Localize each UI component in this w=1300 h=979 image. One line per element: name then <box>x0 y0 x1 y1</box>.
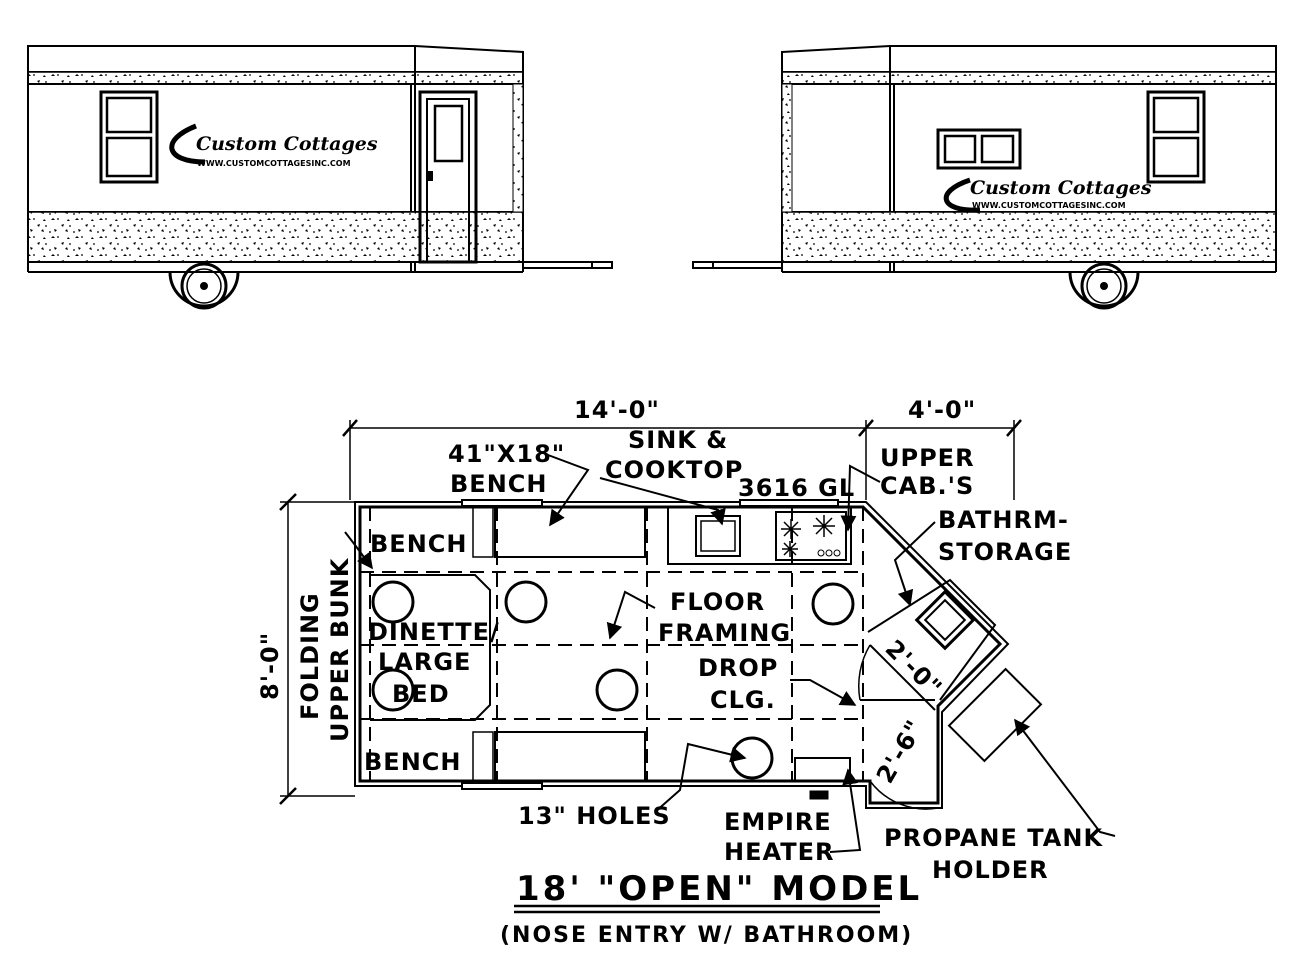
label-bench-top: BENCH <box>370 530 467 558</box>
dim-length-main: 14'-0" <box>574 396 660 424</box>
drawing-title: 18' "OPEN" MODEL <box>516 869 922 909</box>
label-heater-2: HEATER <box>724 838 834 866</box>
label-propane-2: HOLDER <box>932 856 1049 884</box>
label-heater-1: EMPIRE <box>724 808 832 836</box>
dim-bath-door: 2'-0" <box>880 634 948 702</box>
label-window: 3616 GL <box>738 474 855 502</box>
label-bunk-2: UPPER BUNK <box>326 557 354 742</box>
brand-logo-right: Custom Cottages <box>970 177 1152 199</box>
drawing-subtitle: (NOSE ENTRY W/ BATHROOM) <box>500 923 913 948</box>
label-upper-cab-1: UPPER <box>880 444 975 472</box>
label-bathroom-1: BATHRM- <box>938 506 1069 534</box>
floor-plan <box>279 419 1116 914</box>
website-right: WWW.CUSTOMCOTTAGESINC.COM <box>972 201 1126 210</box>
label-upper-cab-2: CAB.'S <box>880 472 974 500</box>
label-bathroom-2: STORAGE <box>938 538 1072 566</box>
brand-logo-left: Custom Cottages <box>196 133 378 155</box>
dim-width: 8'-0" <box>256 632 284 700</box>
label-bunk-1: FOLDING <box>296 592 324 720</box>
label-drop-1: DROP <box>698 654 778 682</box>
label-dinette-2: LARGE <box>378 648 471 676</box>
label-floor-1: FLOOR <box>670 588 765 616</box>
side-elevation-left <box>27 45 613 310</box>
label-sink-2: COOKTOP <box>605 456 743 484</box>
label-dinette-1: DINETTE/ <box>368 618 500 646</box>
label-bench-size: 41"X18" <box>448 440 565 468</box>
label-drop-2: CLG. <box>710 686 776 714</box>
label-bench-size-2: BENCH <box>450 470 547 498</box>
label-sink-1: SINK & <box>628 426 728 454</box>
dim-length-nose: 4'-0" <box>908 396 976 424</box>
website-left: WWW.CUSTOMCOTTAGESINC.COM <box>197 159 351 168</box>
label-holes: 13" HOLES <box>518 802 671 830</box>
label-bench-bottom: BENCH <box>364 748 461 776</box>
dim-entry-door: 2'-6" <box>871 715 929 788</box>
label-dinette-3: BED <box>392 680 450 708</box>
label-floor-2: FRAMING <box>658 619 791 647</box>
side-elevation-right <box>692 45 1277 310</box>
label-propane-1: PROPANE TANK <box>884 824 1103 852</box>
